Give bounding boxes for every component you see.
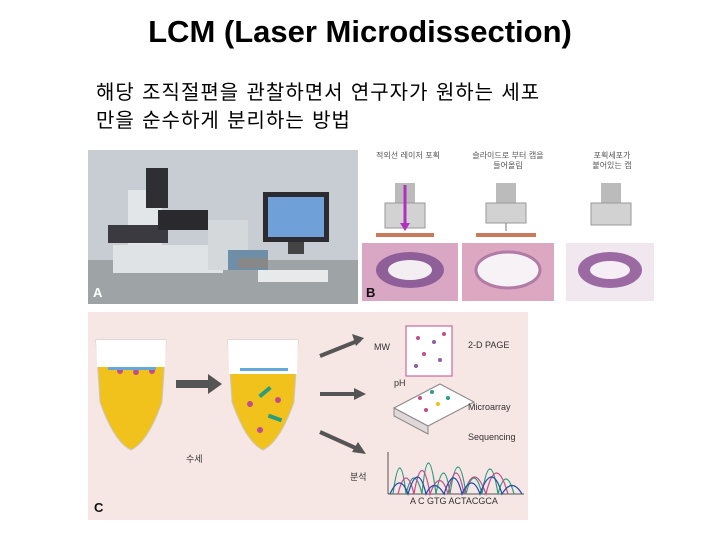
ph-label: pH xyxy=(394,378,406,388)
figure-b-label: B xyxy=(366,285,376,300)
figure-a-microscope-photo: A xyxy=(88,150,358,304)
figure-c-analysis: MW 2-D PAGE pH Microarray Sequencing A C… xyxy=(88,312,528,520)
figure-a-label: A xyxy=(93,285,103,300)
step-2-caption: 슬라이드로 부터 캡을 들어올림 xyxy=(472,151,544,170)
slide-description: 해당 조직절편을 관찰하면서 연구자가 원하는 세포 만을 순수하게 분리하는 … xyxy=(96,78,656,134)
analysis-label: 분석 xyxy=(350,472,367,482)
slide-title: LCM (Laser Microdissection) xyxy=(148,14,572,49)
microscope-illustration xyxy=(88,150,358,304)
figure-b-lcm-steps: 적외선 레이저 포획 슬라이드로 부터 캡을 들어올림 포획세포가 붙어있는 캡… xyxy=(358,145,654,305)
page-label: 2-D PAGE xyxy=(468,340,510,350)
analysis-illustration xyxy=(95,325,524,497)
description-line-2: 만을 순수하게 분리하는 방법 xyxy=(96,108,351,132)
microarray-label: Microarray xyxy=(468,402,511,412)
lcm-steps-illustration xyxy=(362,183,654,301)
description-line-1: 해당 조직절편을 관찰하면서 연구자가 원하는 세포 xyxy=(96,80,541,104)
sequencing-label: Sequencing xyxy=(468,432,516,442)
figure-c-label: C xyxy=(94,500,104,515)
sequence-text: A C GTG ACTACGCA xyxy=(410,496,498,506)
mw-label: MW xyxy=(374,342,390,352)
wash-label: 수세 xyxy=(186,454,203,464)
step-3-caption: 포획세포가 붙어있는 캡 xyxy=(592,151,632,170)
step-1-caption: 적외선 레이저 포획 xyxy=(376,151,440,160)
